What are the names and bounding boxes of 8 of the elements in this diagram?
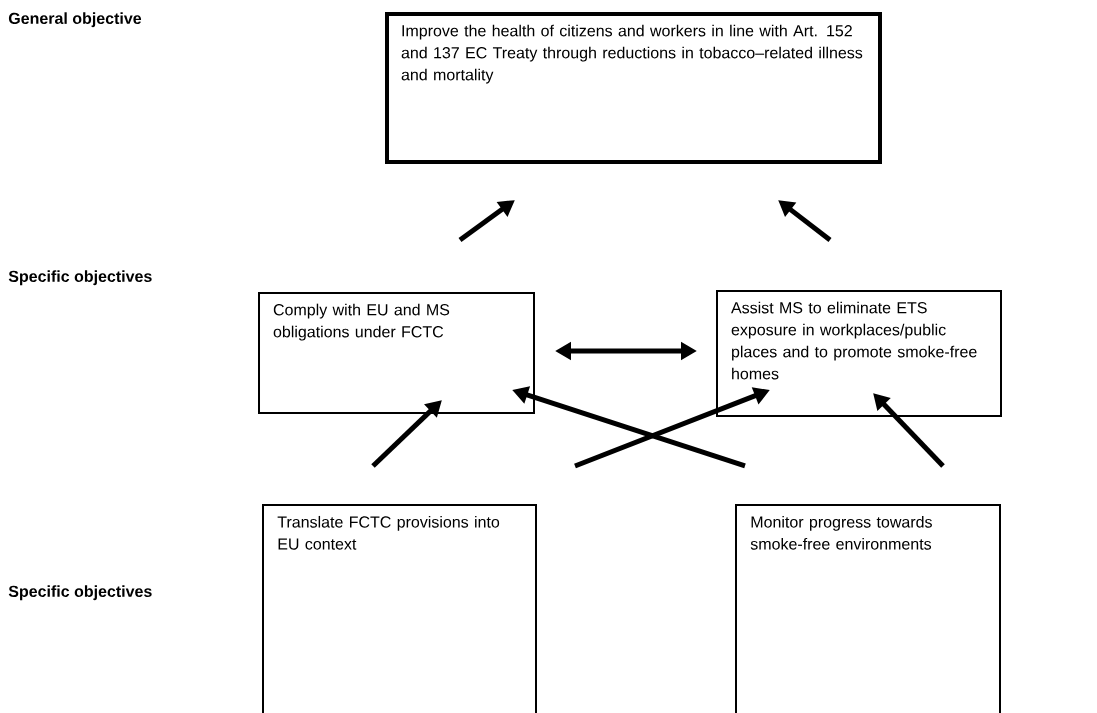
objective-box: Comply with EU and MS obligations under FCTC <box>258 292 535 414</box>
objective-box: Translate FCTC provisions into EU context <box>262 504 537 713</box>
objective-box: Assist MS to eliminate ETS exposure in workplaces/public places and to promote smoke-free homes <box>716 290 1002 417</box>
level-label: Specific objectives <box>8 585 152 601</box>
objective-box: Monitor progress towards smoke-free environments <box>735 504 1001 713</box>
level-label: General objective <box>8 12 142 28</box>
objective-box: Improve the health of citizens and workers in line with Art. 152 and 137 EC Treaty through reductions in tobacco–related illness and mortality <box>385 12 882 164</box>
level-label: Specific objectives <box>8 270 152 286</box>
